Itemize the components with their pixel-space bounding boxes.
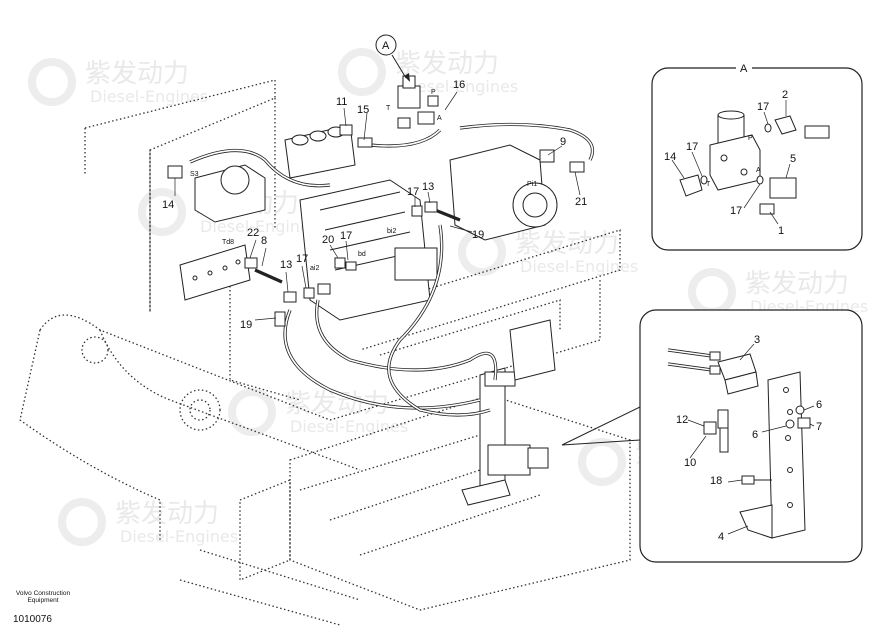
port-label-s3: S3 <box>190 171 199 178</box>
maker-line-1: Volvo Construction <box>15 590 71 597</box>
fitting <box>397 117 411 129</box>
port-label-ai2: ai2 <box>310 265 319 272</box>
watermark-logo: 紫发动力 Diesel-Engines <box>338 48 518 96</box>
inset-a-label-17: 17 <box>686 141 698 153</box>
watermark-subtext: Diesel-Engines <box>290 417 408 436</box>
inset-b-label-6: 6 <box>816 399 822 411</box>
part-label-9: 9 <box>560 136 566 148</box>
watermark-subtext: Diesel-Engines <box>520 257 638 276</box>
fitting <box>339 124 353 136</box>
fitting <box>357 137 373 148</box>
inset-a-label-1: 1 <box>778 225 784 237</box>
watermark-subtext: Diesel-Engines <box>200 217 318 236</box>
inset-a-label-17: 17 <box>730 205 742 217</box>
part-label-15: 15 <box>357 104 369 116</box>
fitting <box>424 201 438 213</box>
inset-b-label-7: 7 <box>816 421 822 433</box>
machine-frame <box>19 79 631 626</box>
fitting <box>411 205 423 217</box>
port-label-p: P <box>431 89 436 96</box>
inset-a: A 17 2 14 17 P T A 5 17 1 <box>651 60 863 251</box>
port-label-td8: Td8 <box>222 239 234 246</box>
part-label-20: 20 <box>322 234 334 246</box>
fitting <box>417 111 435 125</box>
inset-a-label-17: 17 <box>757 101 769 113</box>
fitting <box>334 257 346 269</box>
port-label-t: T <box>386 105 391 112</box>
fitting <box>569 161 585 173</box>
part-number: 1010076 <box>13 614 52 625</box>
watermark-text: 紫发动力 <box>115 499 219 529</box>
part-label-14: 14 <box>162 199 174 211</box>
part-label-22: 22 <box>247 227 259 239</box>
fitting <box>283 291 297 303</box>
part-label-21: 21 <box>575 196 587 208</box>
inset-a-label-14: 14 <box>664 151 676 163</box>
inset-b-label-6: 6 <box>752 429 758 441</box>
part-label-19: 19 <box>240 319 252 331</box>
part-label-13: 13 <box>280 259 292 271</box>
inset-a-port-p: P <box>748 135 753 142</box>
footer: Volvo Construction Equipment 1010076 <box>13 590 73 625</box>
part-label-17: 17 <box>340 230 352 242</box>
watermark-logo: 紫发动力 Diesel-Engines <box>58 498 238 546</box>
watermark-logo: 紫发动力 Diesel-Engines <box>228 388 408 436</box>
fittings <box>167 95 585 327</box>
maker-name: Volvo Construction Equipment <box>13 590 73 604</box>
inset-b-label-18: 18 <box>710 475 722 487</box>
inset-a-label-2: 2 <box>782 89 788 101</box>
inset-b-label-3: 3 <box>754 334 760 346</box>
fitting <box>167 165 183 179</box>
watermark-text: 紫发动力 <box>515 229 619 259</box>
main-part-labels: 16 11 15 P T A 9 S3 14 Pi1 21 17 13 bi2 … <box>162 79 587 331</box>
port-label-pi1: Pi1 <box>527 181 537 188</box>
inset-b-label-10: 10 <box>684 457 696 469</box>
watermark-text: 紫发动力 <box>395 49 499 79</box>
maker-line-2: Equipment <box>27 597 59 604</box>
watermark-logo: 紫发动力 Diesel-Engines <box>688 268 868 316</box>
watermark-text: 紫发动力 <box>745 269 849 299</box>
fitting <box>303 287 315 299</box>
hoses <box>189 122 595 417</box>
fitting <box>345 261 357 271</box>
callout-a-bubble: A <box>375 34 410 82</box>
part-label-19: 19 <box>472 229 484 241</box>
fitting <box>427 95 439 107</box>
main-leader-lines <box>174 91 581 321</box>
fitting <box>274 311 286 327</box>
watermark-text: 紫发动力 <box>85 59 189 89</box>
port-label-bi2: bi2 <box>387 228 396 235</box>
inset-a-label-5: 5 <box>790 153 796 165</box>
port-label-a: A <box>437 115 442 122</box>
part-label-8: 8 <box>261 235 267 247</box>
watermark-logo: 紫发动力 Diesel-Engines <box>458 228 638 276</box>
part-label-16: 16 <box>453 79 465 91</box>
part-label-13: 13 <box>422 181 434 193</box>
callout-a-label: A <box>382 40 390 52</box>
part-label-17: 17 <box>296 253 308 265</box>
part-label-11: 11 <box>336 96 347 108</box>
watermark-logo: 紫发动力 Diesel-Engines <box>28 58 208 106</box>
inset-b-label-4: 4 <box>718 531 724 543</box>
port-label-bd: bd <box>358 251 366 258</box>
watermark-subtext: Diesel-Engines <box>120 527 238 546</box>
watermark-subtext: Diesel-Engines <box>400 77 518 96</box>
inset-b: 3 12 10 6 6 7 18 4 <box>561 309 863 563</box>
inset-a-port-t: T <box>706 181 711 188</box>
part-label-17: 17 <box>407 186 419 198</box>
inset-a-title: A <box>740 63 748 75</box>
fitting <box>317 283 331 295</box>
watermark-subtext: Diesel-Engines <box>90 87 208 106</box>
fitting <box>539 149 555 163</box>
inset-a-port-a: A <box>756 167 761 174</box>
inset-b-label-12: 12 <box>676 414 688 426</box>
fitting <box>244 257 258 269</box>
main-assembly <box>179 75 558 506</box>
